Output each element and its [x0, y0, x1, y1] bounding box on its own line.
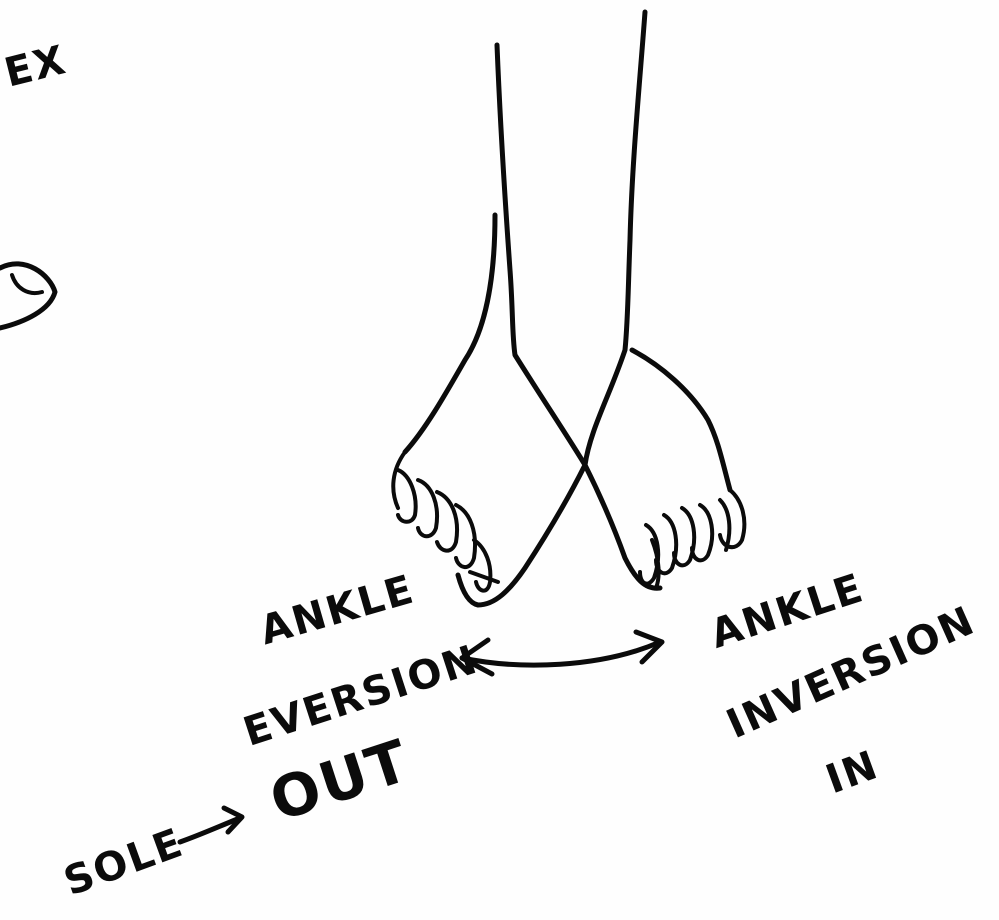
left-foot-outer [405, 215, 495, 452]
left-edge-shape [0, 264, 55, 328]
left-edge-shape-inner [12, 275, 42, 293]
left-foot-toes [393, 452, 498, 591]
double-arrow-shaft [462, 642, 660, 665]
left-leg-outline [458, 45, 585, 605]
right-foot-toes [640, 490, 744, 588]
right-leg-outline [585, 12, 660, 588]
right-foot-outer [632, 350, 730, 490]
